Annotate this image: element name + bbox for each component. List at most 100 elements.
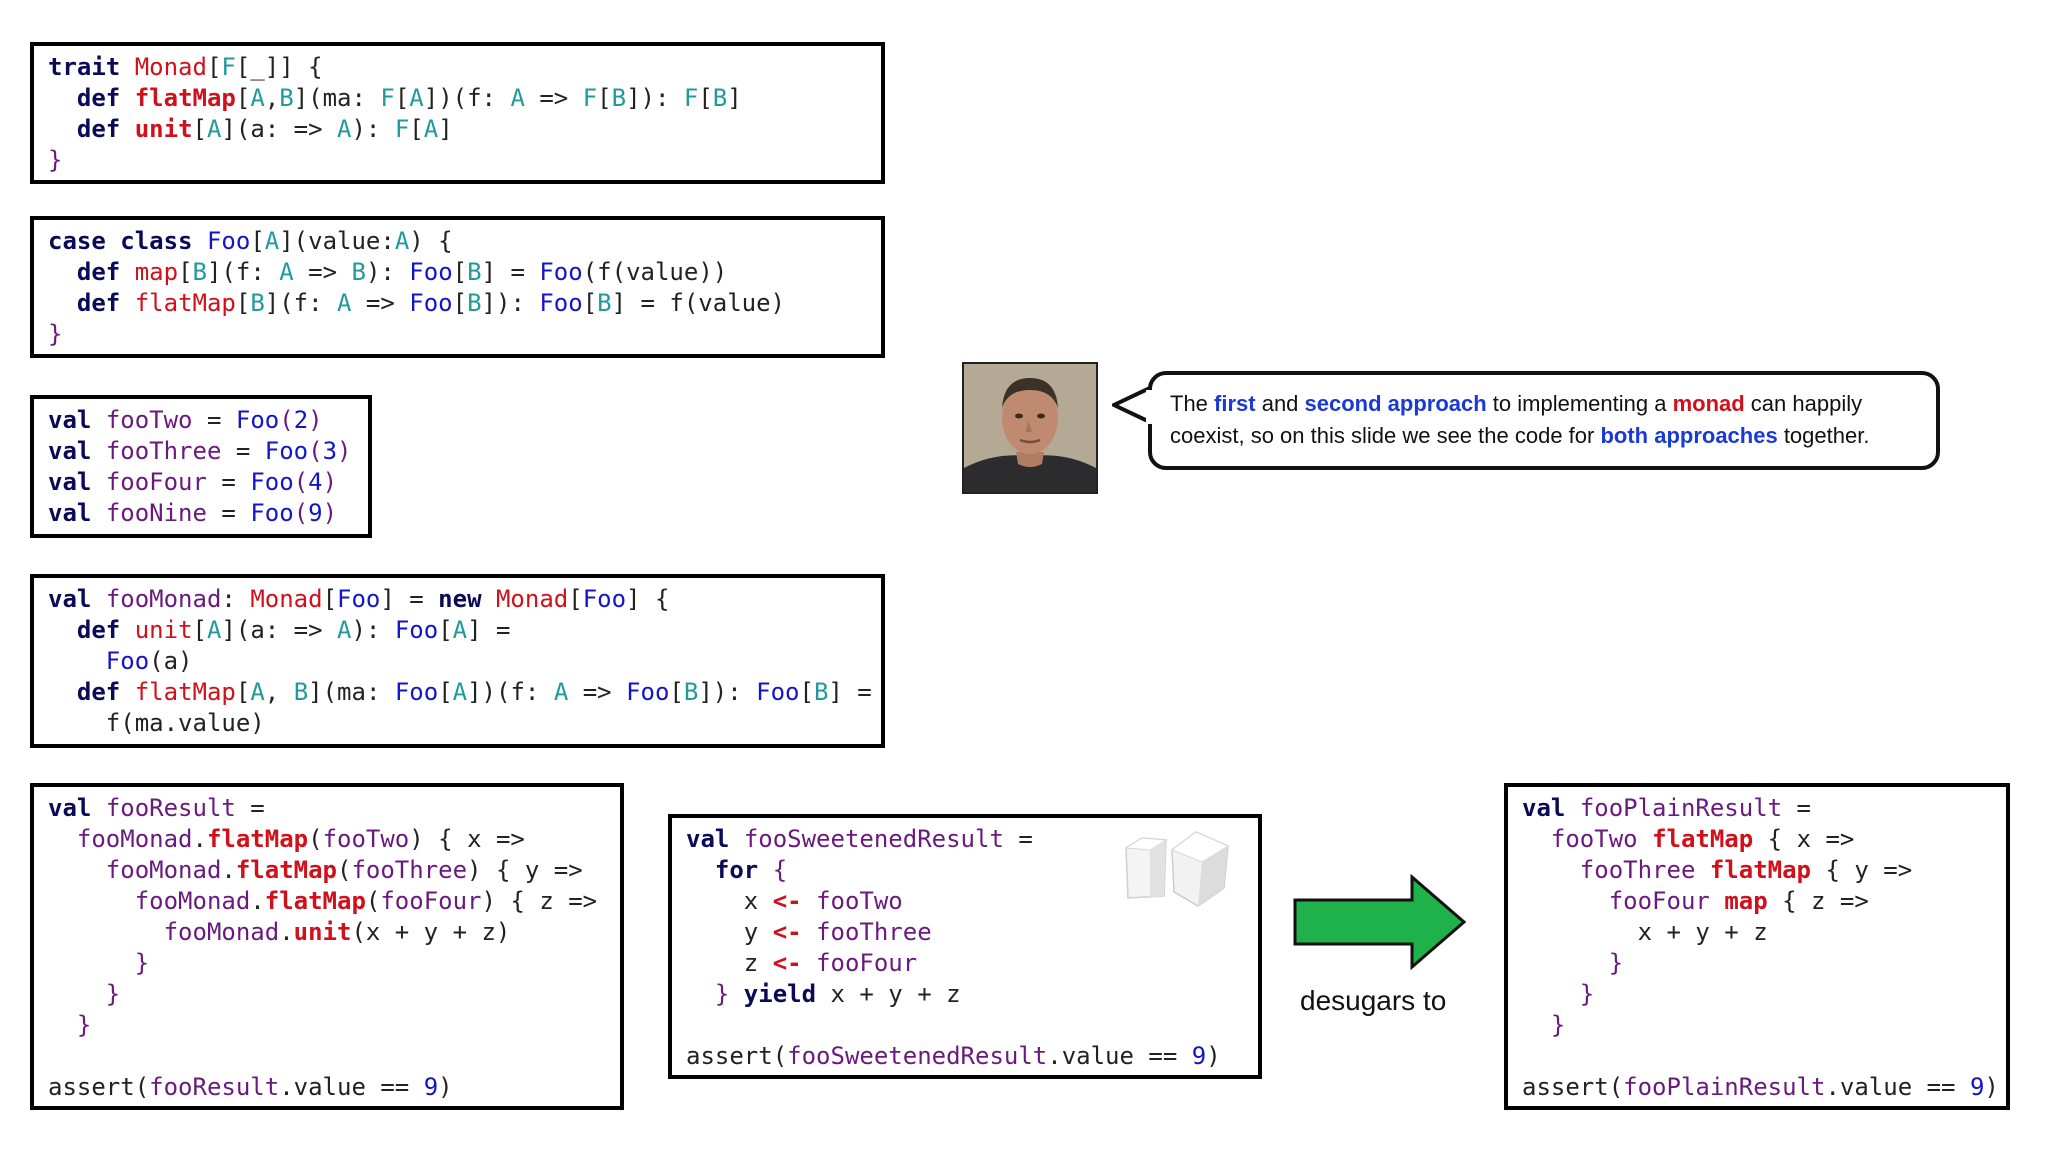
code-token: B bbox=[683, 678, 699, 706]
code-token: = bbox=[1782, 794, 1812, 822]
code-token: F bbox=[221, 53, 236, 81]
code-token: val bbox=[48, 406, 92, 434]
code-token: B bbox=[712, 84, 728, 112]
code-token: Foo bbox=[337, 585, 381, 613]
code-token: = bbox=[206, 499, 251, 527]
code-line: } bbox=[48, 949, 150, 977]
code-token: A bbox=[337, 289, 352, 317]
code-token: } bbox=[48, 146, 63, 174]
code-token bbox=[91, 406, 105, 434]
bubble-text: and bbox=[1255, 391, 1305, 416]
code-token: fooThree bbox=[1579, 856, 1696, 884]
code-token: ) bbox=[322, 468, 338, 496]
code-token: ): bbox=[351, 616, 395, 644]
code-token: ) { x => bbox=[409, 825, 525, 853]
code-line: assert(fooResult.value == 9) bbox=[48, 1072, 606, 1103]
code-token: fooMonad bbox=[105, 585, 222, 613]
code-token: A bbox=[250, 84, 265, 112]
code-token: A bbox=[553, 678, 569, 706]
code-token bbox=[1522, 856, 1580, 884]
code-token: Foo bbox=[539, 258, 583, 286]
code-token bbox=[686, 856, 715, 884]
code-token: [ bbox=[452, 289, 468, 317]
code-token bbox=[120, 616, 134, 644]
code-token: flatMap bbox=[235, 856, 337, 884]
code-token bbox=[1695, 856, 1709, 884]
code-line: x <- fooTwo bbox=[686, 886, 1244, 917]
code-token: fooFour bbox=[816, 949, 918, 977]
code-token: A bbox=[206, 115, 222, 143]
code-token: ](a: => bbox=[221, 115, 338, 143]
code-token: fooTwo bbox=[322, 825, 410, 853]
code-token bbox=[48, 918, 164, 946]
code-token: fooPlainResult bbox=[1623, 1073, 1826, 1101]
code-token: f(ma.value) bbox=[48, 709, 265, 737]
code-token: [ bbox=[438, 616, 453, 644]
code-line: } bbox=[48, 1011, 92, 1039]
code-token: Foo bbox=[394, 616, 439, 644]
bubble-highlight-text: both approaches bbox=[1600, 423, 1778, 448]
code-token bbox=[120, 115, 134, 143]
bubble-text: The bbox=[1170, 391, 1215, 416]
code-token: ) bbox=[308, 406, 323, 434]
code-line: z <- fooFour bbox=[686, 948, 1244, 979]
foo-values-code-block: val fooTwo = Foo(2) val fooThree = Foo(3… bbox=[30, 395, 372, 538]
code-token: => bbox=[568, 678, 627, 706]
code-token: Foo bbox=[264, 437, 309, 465]
monad-trait-code-block: trait Monad[F[_]] { def flatMap[A,B](ma:… bbox=[30, 42, 885, 184]
code-token: Foo bbox=[394, 678, 439, 706]
code-token: ): bbox=[365, 258, 410, 286]
code-token: ](ma: bbox=[308, 678, 395, 706]
code-token bbox=[193, 227, 207, 255]
code-token bbox=[91, 437, 105, 465]
code-token bbox=[802, 918, 816, 946]
code-token: ] bbox=[727, 84, 742, 112]
code-token: for bbox=[714, 856, 759, 884]
bubble-text: can happily coexist, so on this slide we… bbox=[1170, 391, 1863, 448]
code-token: = bbox=[1003, 825, 1033, 853]
code-token: new bbox=[438, 585, 482, 613]
code-token: B bbox=[279, 84, 294, 112]
sugar-cubes-icon bbox=[1124, 831, 1230, 907]
code-token: [ bbox=[568, 585, 583, 613]
code-token: B bbox=[250, 289, 265, 317]
code-token: flatMap bbox=[134, 289, 236, 317]
foo-case-class-code-block: case class Foo[A](value:A) { def map[B](… bbox=[30, 216, 885, 358]
code-token bbox=[1522, 887, 1609, 915]
code-line: fooMonad.flatMap(fooFour) { z => bbox=[48, 886, 606, 917]
foo-result-code-block: val fooResult = fooMonad.flatMap(fooTwo)… bbox=[30, 783, 624, 1110]
code-line: for { bbox=[686, 855, 1244, 886]
code-token: Foo bbox=[756, 678, 800, 706]
code-token: . bbox=[192, 825, 207, 853]
code-line: fooMonad.flatMap(fooThree) { y => bbox=[48, 855, 606, 886]
code-token: ](f: bbox=[206, 258, 280, 286]
code-token: def bbox=[76, 258, 121, 286]
code-token: fooThree bbox=[351, 856, 468, 884]
code-token: [_]] { bbox=[235, 53, 323, 81]
code-token: flatMap bbox=[1652, 825, 1754, 853]
code-token bbox=[48, 115, 77, 143]
code-token: val bbox=[48, 585, 92, 613]
code-token: F bbox=[394, 115, 410, 143]
code-token: F bbox=[683, 84, 699, 112]
code-token: A bbox=[337, 616, 352, 644]
code-token: B bbox=[351, 258, 366, 286]
code-token: z bbox=[686, 949, 773, 977]
code-line: val fooThree = Foo(3) bbox=[48, 436, 354, 467]
code-token: B bbox=[467, 258, 482, 286]
code-token: Monad bbox=[495, 585, 569, 613]
code-token: = bbox=[192, 406, 236, 434]
code-line: assert(fooSweetenedResult.value == 9) bbox=[686, 1041, 1244, 1072]
code-token: ) bbox=[1984, 1073, 1999, 1101]
code-token: fooMonad bbox=[105, 856, 222, 884]
code-token: F bbox=[582, 84, 598, 112]
code-line: case class Foo[A](value:A) { bbox=[48, 226, 867, 257]
code-token: ] = bbox=[481, 258, 540, 286]
code-token bbox=[1522, 825, 1551, 853]
code-token: unit bbox=[134, 115, 193, 143]
code-token: ] = bbox=[380, 585, 439, 613]
code-token: Foo bbox=[250, 499, 294, 527]
code-line: } bbox=[48, 319, 867, 350]
code-line bbox=[48, 1041, 606, 1072]
code-token: ) bbox=[337, 437, 352, 465]
